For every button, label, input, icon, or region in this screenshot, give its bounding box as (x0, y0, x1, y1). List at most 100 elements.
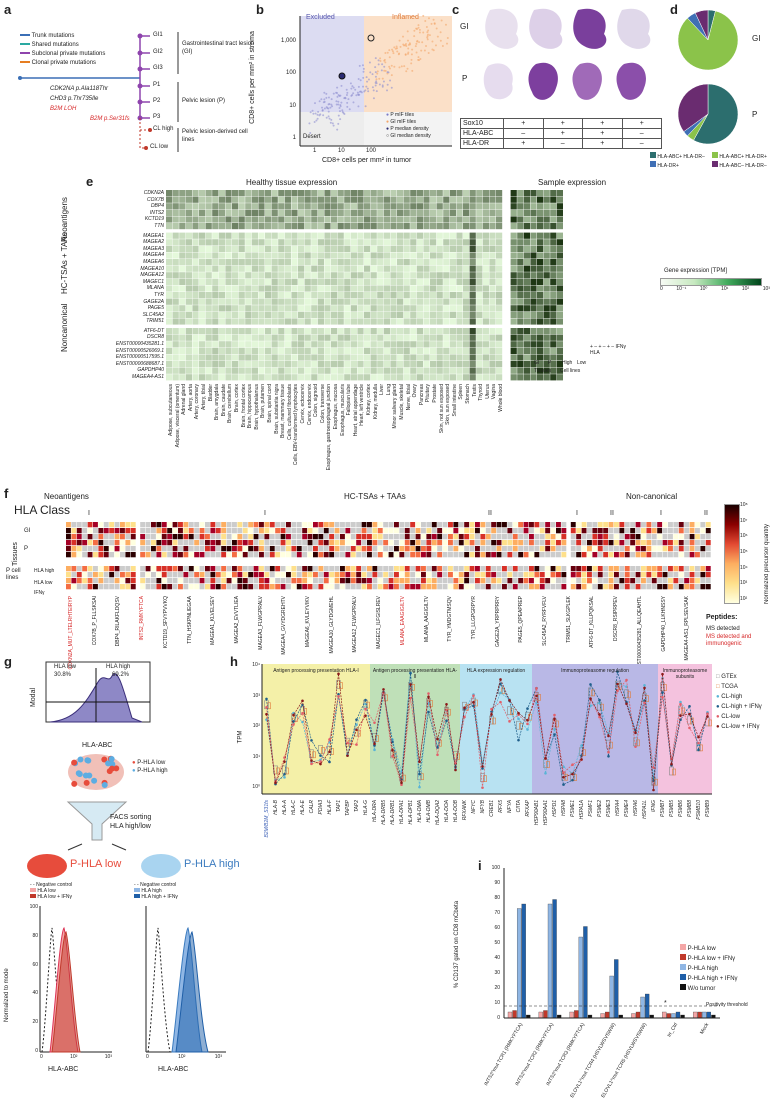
b-ytick-10: 10 (289, 103, 296, 109)
peptide-cell (502, 546, 507, 552)
heat-cell (192, 272, 199, 279)
b-ytick-100: 100 (285, 70, 296, 76)
heat-cell (271, 278, 278, 285)
peptide-cell (172, 566, 178, 572)
cell: – (503, 128, 544, 139)
i-ytick: 100 (491, 865, 500, 871)
tile-dot (362, 76, 365, 79)
heat-cell (311, 347, 318, 354)
heat-cell (278, 374, 285, 381)
peptide-cell (178, 540, 183, 546)
peptide-cell (350, 534, 356, 540)
heat-cell (443, 328, 450, 335)
heat-cell (383, 216, 390, 223)
heat-cell (344, 347, 351, 354)
peptide-cell (130, 528, 136, 534)
heat-cell (311, 298, 318, 305)
peptide-cell (345, 540, 351, 546)
peptide-label: MAGEA6_KVLEYVIKV (305, 596, 312, 648)
heat-cell (317, 239, 324, 246)
heat-cell (291, 341, 298, 348)
heat-cell (298, 209, 305, 216)
peptide-cell (269, 584, 275, 590)
tissue-label: Small intestine (451, 384, 458, 417)
f-peptides-ms: MS detected (706, 626, 740, 632)
gene-label: TRIM51 (146, 318, 164, 325)
peptide-cell (334, 578, 340, 584)
sample-cell (517, 203, 524, 210)
heat-cell (344, 209, 351, 216)
tile-dot (426, 38, 429, 41)
heat-cell (324, 328, 331, 335)
heat-cell (311, 334, 318, 341)
cl-point (652, 788, 655, 792)
peptide-cell (684, 540, 690, 546)
heat-cell (232, 272, 239, 279)
heat-cell (192, 341, 199, 348)
heat-cell (271, 239, 278, 246)
sample-cell (517, 305, 524, 312)
heat-cell (232, 341, 239, 348)
heat-cell (482, 245, 489, 252)
heat-cell (179, 278, 186, 285)
sample-cell (543, 285, 550, 292)
heat-cell (456, 361, 463, 368)
heat-cell (410, 216, 417, 223)
h-legend-tcga: □ TCGA (716, 684, 738, 690)
heat-cell (469, 328, 476, 335)
heat-cell (311, 374, 318, 381)
peptide-label: KCTD19_SFVYPVVKQ (162, 596, 169, 649)
h-gene-label: PSMB7 (660, 800, 666, 817)
tile-dot (355, 94, 358, 97)
sample-cell (550, 334, 557, 341)
peptide-cell (453, 528, 459, 534)
heat-cell (489, 272, 496, 279)
heat-cell (172, 318, 179, 325)
peptide-cell (561, 566, 567, 572)
heat-cell (482, 285, 489, 292)
heat-cell (337, 216, 344, 223)
tissue-label: Colon, transverse (319, 384, 326, 424)
heat-cell (265, 298, 272, 305)
peptide-cell (372, 572, 378, 578)
heat-cell (496, 374, 503, 381)
heat-cell (476, 223, 483, 230)
peptide-cell (307, 552, 313, 558)
heat-cell (199, 334, 206, 341)
peptide-cell (329, 546, 335, 552)
peptide-cell (442, 566, 448, 572)
tile-dot (408, 42, 411, 45)
heat-cell (430, 252, 437, 259)
panel-letter-d: d (670, 2, 678, 17)
cell: – (542, 138, 583, 149)
peptide-cell (264, 552, 270, 558)
heat-cell (469, 203, 476, 210)
heat-cell (456, 190, 463, 197)
peptide-cell (587, 572, 592, 578)
heat-cell (410, 265, 417, 272)
peptide-cell (684, 534, 690, 540)
heat-cell (172, 292, 179, 299)
cl-point (346, 754, 349, 757)
heat-cell (225, 252, 232, 259)
heat-cell (357, 196, 364, 203)
g-hla-histogram (45, 661, 151, 723)
peptide-cell (539, 584, 545, 590)
heat-cell (245, 328, 252, 335)
heat-cell (212, 328, 219, 335)
peptide-cell (87, 534, 93, 540)
heat-cell (212, 239, 219, 246)
heat-cell (251, 245, 258, 252)
peptide-cell (259, 584, 264, 590)
heat-cell (463, 367, 470, 374)
peptide-cell (334, 534, 340, 540)
peptide-cell (431, 566, 437, 572)
heat-cell (410, 354, 417, 361)
heat-cell (489, 252, 496, 259)
heat-cell (205, 196, 212, 203)
heat-cell (377, 328, 384, 335)
heat-cell (232, 278, 239, 285)
peptide-cell (705, 572, 711, 578)
heat-cell (449, 252, 456, 259)
peptide-label: MAGEA3_FLWGPRALV (257, 596, 264, 650)
